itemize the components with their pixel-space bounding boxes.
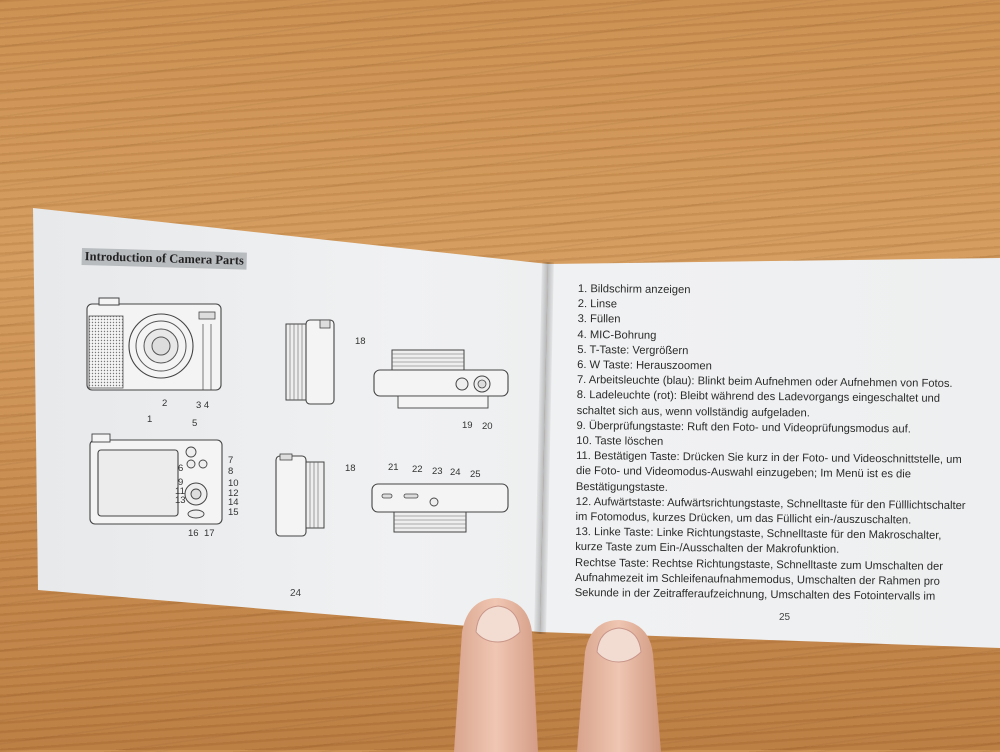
callout-9: 9 <box>178 477 184 488</box>
callout-12: 12 <box>228 488 239 499</box>
finger-right <box>577 620 661 752</box>
callout-17: 17 <box>204 528 215 539</box>
camera-bottom-figure <box>371 483 509 533</box>
callout-20: 20 <box>482 421 493 432</box>
callout-1: 1 <box>147 414 153 425</box>
callout-25: 25 <box>470 469 481 480</box>
callout-14: 14 <box>228 497 239 508</box>
callout-2: 2 <box>162 398 168 409</box>
callout-22: 22 <box>412 464 423 475</box>
callout-10: 10 <box>228 478 239 489</box>
callout-11: 11 <box>175 486 185 497</box>
callout-21: 21 <box>388 462 399 473</box>
callout-6: 6 <box>178 463 184 474</box>
finger-left <box>454 598 538 752</box>
callout-18-top: 18 <box>355 336 366 347</box>
callout-13: 13 <box>175 495 186 506</box>
camera-back-figure <box>89 433 223 525</box>
callout-16: 16 <box>188 528 199 539</box>
callout-19: 19 <box>462 420 473 431</box>
camera-side-figure-bottom <box>275 453 325 537</box>
callout-15: 15 <box>228 507 239 518</box>
callout-8: 8 <box>228 466 234 477</box>
parts-description-list: 1. Bildschirm anzeigen 2. Linse 3. Fülle… <box>575 282 998 606</box>
callout-23: 23 <box>432 466 443 477</box>
camera-front-figure <box>86 297 222 391</box>
camera-side-figure-top <box>285 319 335 405</box>
callout-7: 7 <box>228 455 234 466</box>
callout-5: 5 <box>192 418 198 429</box>
callout-18-bottom: 18 <box>345 463 356 474</box>
camera-top-figure <box>373 349 509 409</box>
left-page-number: 24 <box>290 588 302 599</box>
callout-24: 24 <box>450 467 461 478</box>
callout-3-4: 3 4 <box>196 400 210 411</box>
right-page-number: 25 <box>779 612 791 623</box>
